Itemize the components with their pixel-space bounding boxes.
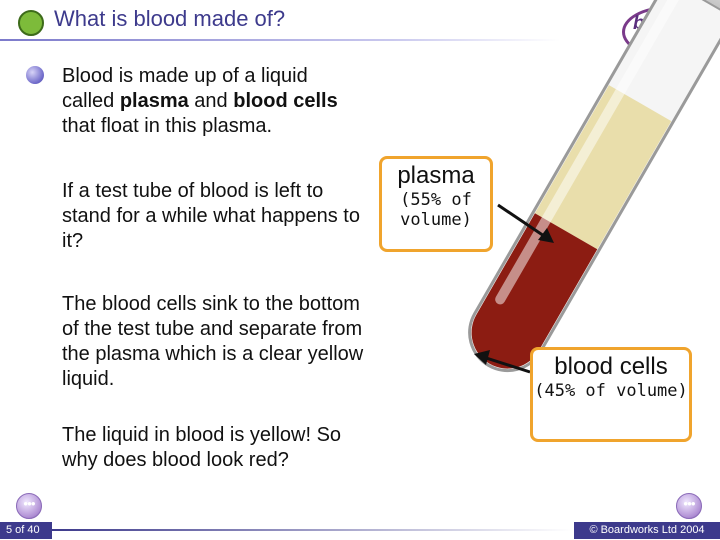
page-title: What is blood made of? [54, 6, 286, 31]
plasma-callout: plasma (55% of volume) [379, 156, 493, 252]
blood-cells-callout: blood cells (45% of volume) [530, 347, 692, 442]
answer-paragraph: The blood cells sink to the bottom of th… [62, 293, 364, 390]
blood-cells-layer [471, 213, 598, 369]
intro-line1: Blood is made up of a liquid [62, 65, 308, 87]
prev-arrow-icon[interactable]: ●●● [16, 493, 42, 519]
test-tube-illustration [468, 0, 720, 374]
next-arrow-icon[interactable]: ●●● [676, 493, 702, 519]
bullet-icon [26, 66, 44, 84]
plasma-arrow [497, 203, 551, 242]
bacteria-icon [18, 10, 44, 36]
header-divider [0, 39, 560, 41]
followup-paragraph: The liquid in blood is yellow! So why do… [62, 424, 342, 471]
intro-text: called [62, 90, 120, 112]
copyright: © Boardworks Ltd 2004 [574, 522, 720, 539]
page-number: 5 of 40 [0, 522, 52, 539]
plasma-label: plasma [397, 162, 475, 189]
plasma-term: plasma [119, 90, 189, 112]
cells-detail: (45% of volume) [534, 381, 688, 401]
plasma-layer [534, 85, 672, 250]
question-paragraph: If a test tube of blood is left to stand… [62, 180, 360, 252]
cells-arrow [479, 354, 531, 374]
blood-cells-term: blood cells [233, 90, 338, 112]
cells-label: blood cells [554, 353, 668, 380]
intro-and: and [188, 90, 234, 112]
plasma-detail: (55% of volume) [400, 190, 472, 230]
intro-paragraph: Blood is made up of a liquid called plas… [62, 64, 402, 139]
intro-line3: that float in this plasma. [62, 115, 273, 137]
footer-divider [52, 529, 572, 531]
